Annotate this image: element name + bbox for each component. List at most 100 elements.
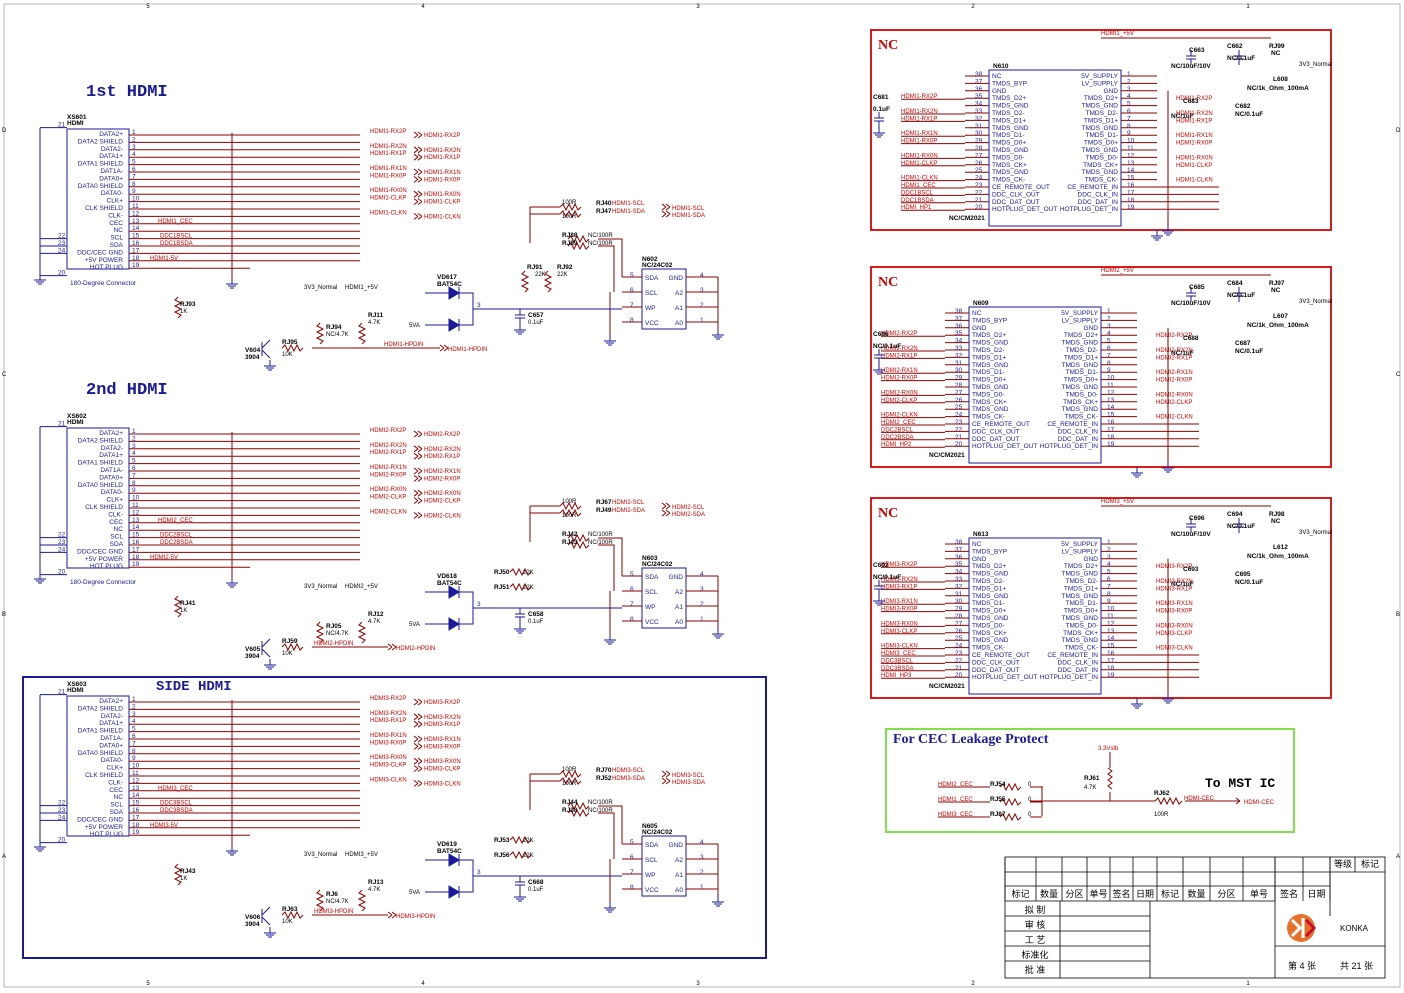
cm2021-lpin: TMDS_GND <box>972 340 1009 347</box>
cm2021-lpin: TMDS_D2- <box>972 578 1005 585</box>
ground-symbol <box>873 364 885 375</box>
hdmi2-eeprom-lpin: WP <box>645 604 655 611</box>
ground-symbol <box>1131 467 1143 478</box>
hdmi3-pin-num: 19 <box>132 829 140 836</box>
cm2021-lnum: 33 <box>955 576 963 583</box>
hdmi1-eeprom-lnum: 8 <box>630 317 634 324</box>
offpage-arrow <box>661 210 671 218</box>
hdmi2-net-offpage: HDMI2-RX2N <box>424 447 461 453</box>
cm2021-lnet: HDMI2-RX2P <box>881 331 917 337</box>
hdmi1-scl-local: HDMI1-SCL <box>612 201 645 207</box>
cm2021-lnum: 27 <box>975 152 983 159</box>
hdmi2-r22-a-val: 22K <box>523 570 534 576</box>
hdmi2-eeprom-rnum: 3 <box>700 586 704 593</box>
cm2021-lnet: HDMI1-RX1N <box>901 131 938 137</box>
cap-c-val: NC/1uF <box>1171 581 1194 588</box>
cm2021-lpin: TMDS_GND <box>972 362 1009 369</box>
l-ref: L608 <box>1273 76 1288 83</box>
cm2021-rnum: 15 <box>1127 175 1135 182</box>
cm2021-lpin: HOTPLUG_DET_OUT <box>972 443 1037 450</box>
cm2021-lnum: 35 <box>955 330 963 337</box>
hdmi1-net-offpage: HDMI1-RX0P <box>424 177 460 183</box>
cm2021-lpin: DDC_CLK_OUT <box>992 191 1040 198</box>
hdmi3-pin-num: 12 <box>132 777 140 784</box>
hdmi1-sda-off: HDMI1-SDA <box>672 213 705 219</box>
cm2021-lpin: TMDS_BYP <box>972 548 1007 555</box>
cm2021-lpin: DDC_DAT_OUT <box>972 667 1020 674</box>
nc-power-net: HDMI1_+5V <box>1101 31 1134 37</box>
hdmi1-pin-name: DATA0 SHIELD <box>78 183 124 190</box>
hdmi1-r-nc1-val: NC/100R <box>588 233 613 239</box>
hdmi3-pin-num: 14 <box>132 792 140 799</box>
hdmi1-net-offpage: HDMI1-RX1N <box>424 170 461 176</box>
resistor-symbol <box>173 595 183 618</box>
cm2021-lpin: NC <box>972 310 982 317</box>
cm2021-rnet: HDMI3-CLKP <box>1156 631 1192 637</box>
tb-row-label: 审 核 <box>1025 919 1046 930</box>
cec-pull-val: 4.7K <box>1084 785 1096 791</box>
hdmi2-sda-off: HDMI2-SDA <box>672 512 705 518</box>
hdmi2-r-nc1-ref: RJ42 <box>562 531 578 538</box>
hdmi1-eeprom-lnum: 7 <box>630 302 634 309</box>
offpage-arrow <box>413 497 423 504</box>
hdmi3-conn-type: HDMI <box>67 687 84 694</box>
hdmi2-pin-name: DATA1 SHIELD <box>78 460 124 467</box>
hdmi1-sda-net: DDC1BSDA <box>160 241 193 247</box>
cm2021-rnum: 3 <box>1107 323 1111 330</box>
hdmi3-transistor-symbol <box>261 906 271 926</box>
cm2021-rnum: 18 <box>1107 434 1115 441</box>
cm2021-lnum: 24 <box>955 412 963 419</box>
cm2021-rpin: TMDS_GND <box>1062 615 1099 622</box>
cm2021-rpin: TMDS_CK+ <box>1063 630 1098 637</box>
cm2021-lnet: HDMI2_CEC <box>881 420 916 426</box>
border-col-bottom-1: 1 <box>1246 981 1250 987</box>
hdmi1-r-sda-ref: RJ47 <box>596 208 612 215</box>
offpage-arrow <box>413 176 423 183</box>
hdmi3-pin-name: DATA2 SHIELD <box>78 705 124 712</box>
cm2021-lpin: TMDS_D1+ <box>972 585 1006 592</box>
hdmi3-shield-pin-24: 24 <box>58 814 66 821</box>
cec-input-val: 0 <box>1028 782 1032 788</box>
hdmi2-pin-num: 10 <box>132 495 140 502</box>
cm2021-rpin: TMDS_D2+ <box>1064 563 1098 570</box>
cm2021-rpin: TMDS_D2+ <box>1084 95 1118 102</box>
cm2021-lnum: 30 <box>955 367 963 374</box>
offpage-arrow <box>661 509 671 517</box>
tb-col-label: 标记 <box>1161 888 1179 899</box>
cm2021-lnum: 21 <box>955 434 963 441</box>
cm2021-rpin: TMDS_D1+ <box>1064 354 1098 361</box>
cm2021-rnum: 10 <box>1107 606 1115 613</box>
cm2021-lnum: 22 <box>975 189 983 196</box>
hdmi2-r22-a-ref: RJ50 <box>494 569 510 576</box>
hdmi3-pin-num: 16 <box>132 807 140 814</box>
hdmi2-net-left: HDMI2-CLKN <box>370 509 407 515</box>
cm2021-rnum: 19 <box>1127 204 1135 211</box>
cm2021-rnum: 5 <box>1107 569 1111 576</box>
hdmi1-net-offpage: HDMI1-RX1P <box>424 155 460 161</box>
cm2021-lnet: HDMI2-RX1N <box>881 368 918 374</box>
capacitor-symbol <box>1186 287 1196 302</box>
hdmi2-eeprom-lnum: 8 <box>630 616 634 623</box>
cm2021-rnum: 12 <box>1107 620 1115 627</box>
hdmi2-pin-name: DATA2+ <box>99 430 123 437</box>
hdmi2-pin-name: DATA0- <box>101 489 123 496</box>
cm2021-rnet: HDMI1-RX0P <box>1176 141 1212 147</box>
offpage-arrow <box>413 445 423 453</box>
cm2021-rnet: HDMI2-RX1N <box>1156 370 1193 376</box>
offpage-arrow <box>413 512 423 519</box>
cm2021-lnum: 25 <box>955 635 963 642</box>
cm2021-lnum: 37 <box>955 315 963 322</box>
hdmi3-r22-b-ref: RJ56 <box>494 852 510 859</box>
hdmi1-pin-name: DATA0- <box>101 190 123 197</box>
cm2021-rpin: 5V_SUPPLY <box>1081 73 1118 80</box>
hdmi3-r-nc1-val: NC/100R <box>588 800 613 806</box>
cap-b-ref: C694 <box>1227 511 1243 518</box>
hdmi3-pin-name: CLK- <box>108 779 123 786</box>
hdmi3-trans-ref: V606 <box>245 914 261 921</box>
nc-tag: NC <box>878 275 898 290</box>
hdmi1-r-scl-ref: RJ40 <box>596 200 612 207</box>
cm2021-lpin: TMDS_D2+ <box>972 332 1006 339</box>
cm2021-lnet: HDMI_HP3 <box>881 673 912 679</box>
cm2021-rnum: 10 <box>1127 138 1135 145</box>
hdmi3-net-left: HDMI3-RX0N <box>370 755 407 761</box>
